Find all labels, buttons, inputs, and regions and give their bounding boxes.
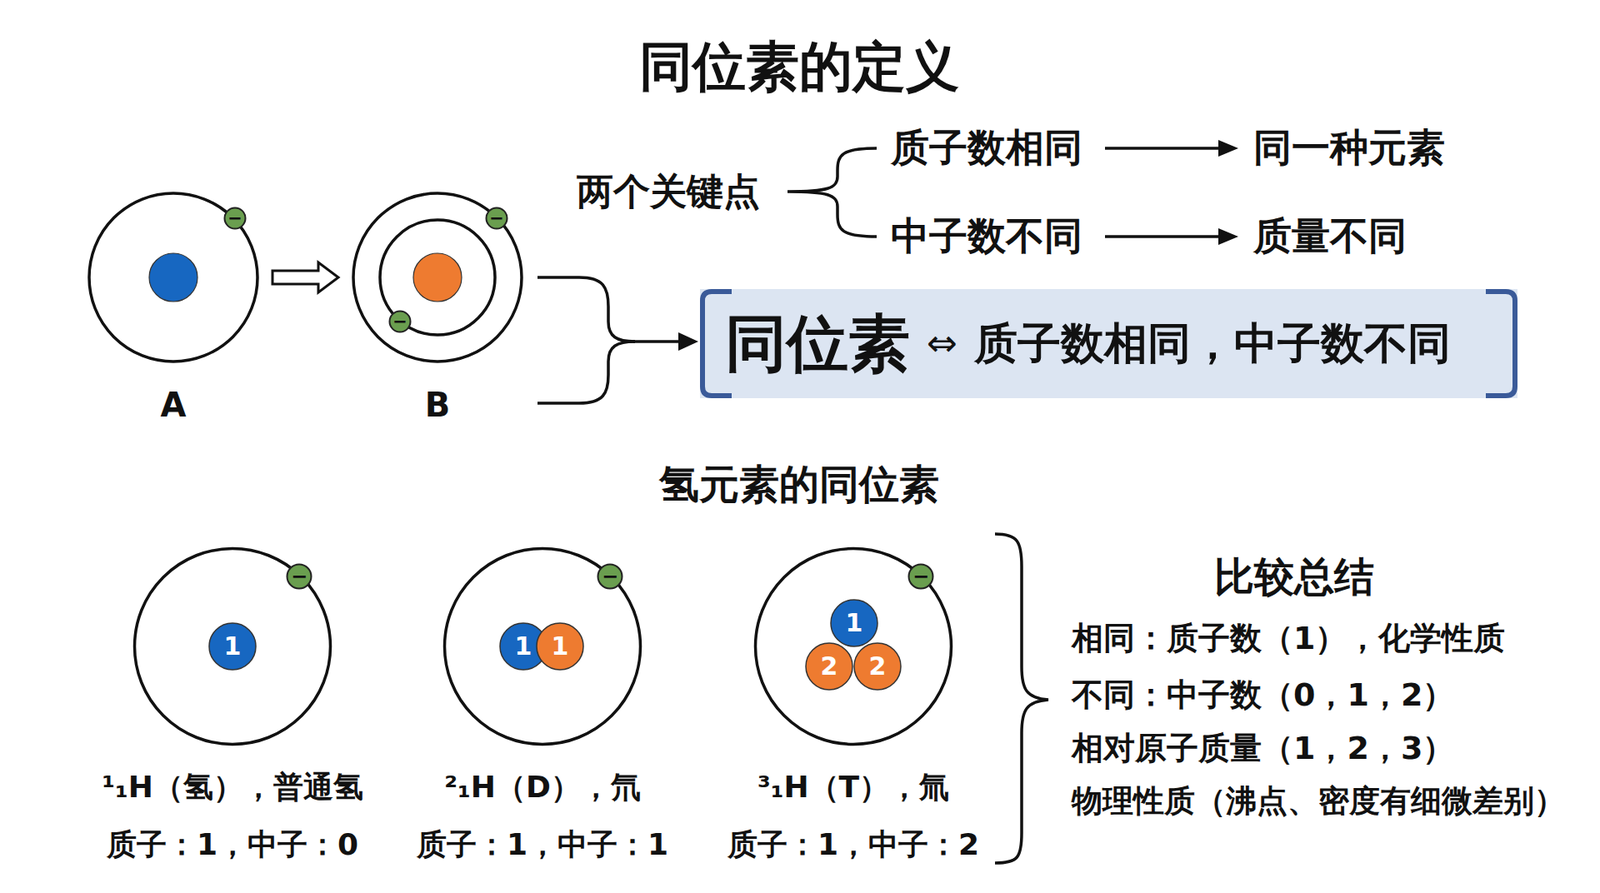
electron: − bbox=[907, 563, 935, 590]
node-text: − bbox=[285, 563, 313, 590]
neutron: 1 bbox=[535, 622, 585, 671]
node-text: 1 bbox=[830, 599, 879, 648]
node-text: A bbox=[87, 385, 260, 425]
arrow-line bbox=[1105, 235, 1222, 239]
box-fill bbox=[700, 289, 1518, 399]
node-text: − bbox=[388, 310, 412, 334]
node-text: − bbox=[223, 206, 247, 230]
neutron: 2 bbox=[805, 642, 854, 691]
orbit bbox=[89, 193, 258, 362]
node-text: ¹₁H（氢），普通氢 bbox=[101, 769, 364, 806]
neutron: 2 bbox=[853, 642, 902, 691]
node-text: B bbox=[351, 385, 524, 425]
hollow-arrow bbox=[272, 262, 339, 293]
orbit bbox=[353, 193, 522, 362]
label-text: 氢元素的同位素 bbox=[659, 460, 940, 510]
label-text: 两个关键点 bbox=[576, 170, 760, 215]
merge-bracket bbox=[537, 341, 635, 404]
arrow-line bbox=[633, 340, 682, 344]
label-text: 质子数相同 bbox=[890, 125, 1083, 171]
definition-box: 同位素 ⇔ 质子数相同，中子数不同 bbox=[700, 289, 1518, 399]
nucleon-circle bbox=[854, 643, 901, 690]
node-text: 同位素 bbox=[725, 310, 910, 378]
orbit bbox=[755, 549, 952, 745]
orbit bbox=[135, 549, 331, 745]
label-text: 不同：中子数（0，1，2） bbox=[1071, 676, 1455, 715]
label-text: 物理性质（沸点、密度有细微差别） bbox=[1071, 783, 1565, 820]
label-text: 质量不同 bbox=[1253, 213, 1407, 260]
nucleon-circle bbox=[209, 623, 256, 670]
nucleon-circle bbox=[805, 643, 853, 690]
node-text: 质子数相同，中子数不同 bbox=[974, 320, 1451, 368]
electron: − bbox=[285, 563, 313, 590]
label-text: 同一种元素 bbox=[1253, 125, 1445, 171]
orbit bbox=[380, 220, 495, 335]
node-outline bbox=[90, 547, 375, 865]
node-text: 1 bbox=[208, 622, 257, 671]
arrow-head bbox=[678, 332, 699, 351]
corner-bracket bbox=[1485, 291, 1515, 396]
nucleon-circle bbox=[536, 623, 584, 670]
hydrogen-atom: ²₁H（D），氘质子：1，中子：1−11 bbox=[400, 547, 685, 865]
nucleus bbox=[413, 253, 462, 302]
atom-diagram: A− bbox=[87, 191, 260, 434]
node-text: ⇔ bbox=[926, 323, 958, 364]
arrow-head bbox=[1218, 228, 1239, 245]
electron: − bbox=[596, 563, 624, 590]
electron: − bbox=[485, 206, 509, 230]
node-text: ²₁H（D），氘 bbox=[444, 769, 641, 806]
proton: 1 bbox=[830, 599, 879, 648]
node-text: 质子：1，中子：1 bbox=[416, 826, 669, 864]
proton: 1 bbox=[208, 622, 257, 671]
merge-bracket bbox=[537, 277, 635, 342]
title: 同位素的定义 bbox=[639, 35, 960, 100]
nucleus bbox=[149, 253, 198, 302]
node-text: − bbox=[907, 563, 935, 590]
node-outline bbox=[711, 547, 995, 865]
electron: − bbox=[223, 206, 247, 230]
curly-brace bbox=[995, 534, 1049, 864]
node-text: 2 bbox=[853, 642, 902, 691]
node-text: − bbox=[485, 206, 509, 230]
node-outline bbox=[400, 547, 685, 865]
node-text: 质子：1，中子：2 bbox=[727, 826, 980, 864]
node-text: 质子：1，中子：0 bbox=[106, 826, 359, 864]
atom-diagram: B − − bbox=[351, 191, 524, 434]
node-text: ³₁H（T），氚 bbox=[757, 769, 950, 806]
curly-brace bbox=[787, 148, 877, 237]
label-text: 相同：质子数（1），化学性质 bbox=[1071, 620, 1505, 659]
hydrogen-atom: ¹₁H（氢），普通氢质子：1，中子：0 − 1 bbox=[90, 547, 375, 865]
node-text: 2 bbox=[805, 642, 854, 691]
orbit bbox=[445, 549, 641, 745]
label-text: 中子数不同 bbox=[890, 213, 1083, 260]
nucleon-circle bbox=[830, 600, 878, 647]
arrow-line bbox=[1105, 146, 1222, 150]
label-text: 比较总结 bbox=[1214, 553, 1375, 602]
label-text: 相对原子质量（1，2，3） bbox=[1071, 730, 1455, 769]
node-text: − bbox=[596, 563, 624, 590]
arrow-head bbox=[1218, 140, 1239, 157]
hydrogen-atom: ³₁H（T），氚质子：1，中子：2 − 122 bbox=[711, 547, 995, 865]
node-text: 1 bbox=[535, 622, 585, 671]
electron: − bbox=[388, 310, 412, 334]
